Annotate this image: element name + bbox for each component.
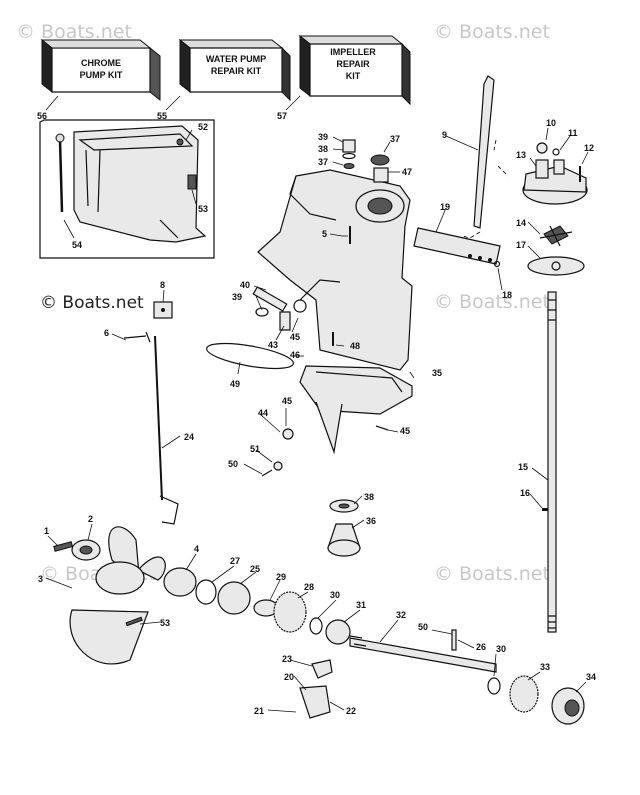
callout-kit-60: 57 <box>277 111 287 121</box>
watermark: © Boats.net <box>434 291 550 313</box>
callout: 5 <box>322 229 327 239</box>
callout: 39 <box>318 132 328 142</box>
callout: 19 <box>440 202 450 212</box>
callout: 15 <box>518 462 528 472</box>
callout: 36 <box>366 516 376 526</box>
callout: 38 <box>318 144 328 154</box>
callout: 45 <box>282 396 292 406</box>
callout: 39 <box>232 292 242 302</box>
pump-housing-inset <box>39 119 215 259</box>
callout: 30 <box>330 590 340 600</box>
callout: 33 <box>540 662 550 672</box>
callout: 38 <box>364 492 374 502</box>
callout: 30 <box>496 644 506 654</box>
callout: 14 <box>516 218 526 228</box>
mounting-plate <box>413 227 501 268</box>
leader-lines <box>45 127 589 713</box>
callout: 10 <box>546 118 556 128</box>
callout: 4 <box>194 544 199 554</box>
callout: 32 <box>396 610 406 620</box>
kit-label-line: IMPELLER <box>330 47 376 57</box>
watermark-layer: © Boats.net © Boats.net © Boats.net © Bo… <box>16 21 550 585</box>
callout: 18 <box>502 290 512 300</box>
callout: 51 <box>250 444 260 454</box>
callout: 37 <box>318 157 328 167</box>
callout: 21 <box>254 706 264 716</box>
small-parts-top <box>342 139 390 244</box>
callout: 16 <box>520 488 530 498</box>
kit-label-line: CHROME <box>81 58 121 68</box>
callout: 22 <box>346 706 356 716</box>
callout: 54 <box>72 240 82 250</box>
callout: 45 <box>400 426 410 436</box>
callout: 17 <box>516 240 526 250</box>
watermark: © Boats.net <box>434 21 550 43</box>
callout: 50 <box>228 459 238 469</box>
water-pump-repair-kit-box: WATER PUMP REPAIR KIT <box>178 38 291 102</box>
callout: 9 <box>442 130 447 140</box>
callout: 23 <box>282 654 292 664</box>
callout: 29 <box>276 572 286 582</box>
callout: 53 <box>198 204 208 214</box>
callout: 44 <box>258 408 268 418</box>
callout: 45 <box>290 332 300 342</box>
kit-label-line: REPAIR <box>336 59 370 69</box>
watermark: © Boats.net <box>16 21 132 43</box>
callout: 20 <box>284 672 294 682</box>
callout: 49 <box>230 379 240 389</box>
shift-rod-assembly <box>123 286 389 525</box>
callout: 2 <box>88 514 93 524</box>
impeller-repair-kit-box: IMPELLER REPAIR KIT <box>298 34 411 106</box>
watermark: © Boats.net <box>434 563 550 585</box>
callout-kit-58: 55 <box>157 111 167 121</box>
callout: 34 <box>586 672 596 682</box>
callout: 12 <box>584 143 594 153</box>
callout: 25 <box>250 564 260 574</box>
water-tube <box>461 75 509 239</box>
callout: 47 <box>402 167 412 177</box>
callout: 40 <box>240 280 250 290</box>
callout: 1 <box>44 526 49 536</box>
propeller-gear-train <box>53 499 585 725</box>
callout-labels: 56 55 57 52 53 54 39 38 37 37 47 9 10 11… <box>37 111 596 716</box>
callout: 46 <box>290 350 300 360</box>
callout: 52 <box>198 122 208 132</box>
callout: 31 <box>356 600 366 610</box>
callout: 48 <box>350 341 360 351</box>
chrome-pump-kit-box: CHROME PUMP KIT <box>40 38 161 102</box>
kit-label-line: PUMP KIT <box>80 70 123 80</box>
callout: 35 <box>432 368 442 378</box>
callout: 53 <box>160 618 170 628</box>
kit-label-line: WATER PUMP <box>206 54 266 64</box>
callout: 50 <box>418 622 428 632</box>
callout: 27 <box>230 556 240 566</box>
callout: 11 <box>568 128 578 138</box>
kit-label-line: REPAIR KIT <box>211 66 262 76</box>
callout: 24 <box>184 432 194 442</box>
callout-kit-59: 56 <box>37 111 47 121</box>
callout: 8 <box>160 280 165 290</box>
callout: 28 <box>304 582 314 592</box>
callout: 26 <box>476 642 486 652</box>
watermark: © Boats.net <box>40 293 144 313</box>
water-pump-assembly <box>522 142 588 276</box>
gearcase-housing <box>257 169 413 455</box>
driveshaft <box>542 291 557 633</box>
kit-label-line: KIT <box>346 71 361 81</box>
callout: 6 <box>104 328 109 338</box>
callout: 13 <box>516 150 526 160</box>
callout: 43 <box>268 340 278 350</box>
callout: 37 <box>390 134 400 144</box>
callout: 3 <box>38 574 43 584</box>
